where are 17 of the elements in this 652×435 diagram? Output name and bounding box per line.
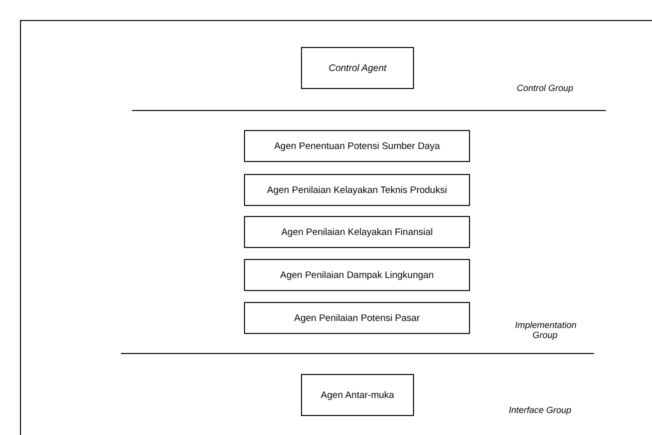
agent-name: Agen Antar-muka — [320, 390, 394, 400]
agent-box — [301, 374, 414, 416]
agent-name: Control Agent — [328, 62, 386, 74]
agent-box — [244, 302, 470, 334]
group-label: Interface Group — [508, 405, 572, 415]
agent-box — [244, 216, 470, 248]
agent-name: Agen Penilaian Kelayakan Finansial — [281, 226, 433, 238]
agent-box — [244, 130, 470, 162]
group-label: Control Group — [516, 83, 574, 93]
agent-name: Agen Penilaian Potensi Pasar — [294, 312, 420, 324]
agent-name: Agen Penilaian Dampak Lingkungan — [280, 270, 434, 280]
agent-name: Agen Penilaian Kelayakan Teknis Produksi — [267, 184, 447, 196]
group-label: Implementation Group — [515, 320, 575, 340]
agent-box — [244, 174, 470, 206]
agent-box — [244, 259, 470, 291]
agent-name: Agen Penentuan Potensi Sumber Daya — [274, 140, 440, 152]
agent-box — [301, 47, 414, 89]
